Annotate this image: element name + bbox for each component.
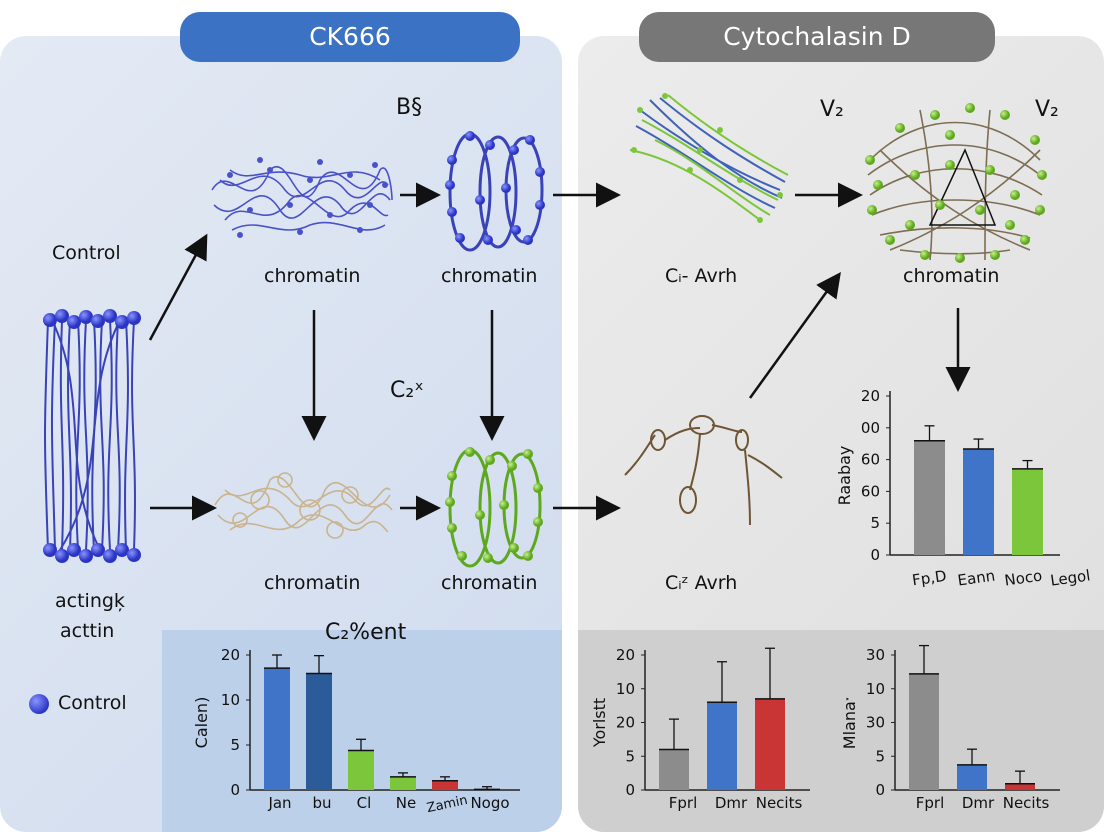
bar	[914, 440, 945, 555]
left-chart-area	[162, 630, 562, 832]
y-tick-label: 10	[221, 691, 240, 709]
actin-label-2: acttin	[60, 620, 115, 642]
y-tick-label: 10	[616, 680, 635, 698]
chromatin-label-2: chromatin	[441, 265, 538, 287]
y-tick-label: 20	[221, 646, 240, 664]
category-label: Zamin	[425, 793, 469, 816]
chromatin-beige-tangle	[214, 472, 393, 539]
actin-bundle	[43, 309, 141, 563]
category-label: Dmr	[962, 794, 995, 812]
y-tick-label: 5	[875, 747, 885, 765]
category-label: Noco	[1003, 567, 1043, 590]
y-tick-label: 20	[616, 714, 635, 732]
v2-mark-left: V₂	[820, 97, 844, 122]
bar	[957, 764, 987, 790]
y-tick-label: 60	[861, 451, 880, 469]
chromatin-label-5: chromatin	[903, 265, 1000, 287]
category-label: Fprl	[916, 794, 944, 812]
bar	[306, 673, 332, 790]
chromatin-cage	[865, 103, 1047, 263]
bar	[1012, 468, 1043, 555]
chromatin-blue-loops	[445, 131, 545, 252]
c-avrh-label-top: Cᵢ- Avrh	[665, 265, 738, 287]
category-label: Fprl	[669, 794, 697, 812]
y-tick-label: 5	[870, 514, 880, 532]
b-mark: B§	[396, 95, 423, 120]
c2-mark: C₂ˣ	[390, 378, 424, 403]
category-label: Necits	[1003, 794, 1050, 812]
bar	[909, 673, 939, 790]
fiber-bundle	[629, 93, 789, 223]
category-label: Nogo	[470, 794, 509, 812]
y-tick-label: 00	[861, 419, 880, 437]
chromatin-green-loops	[445, 447, 543, 568]
y-tick-label: 10	[866, 680, 885, 698]
actin-label-1: actingķ	[55, 590, 125, 612]
y-tick-label: 30	[866, 646, 885, 664]
bar	[963, 449, 994, 555]
v2-mark-right: V₂	[1035, 97, 1059, 122]
control-legend-label: Control	[58, 692, 127, 714]
y-axis-label: Yorlstt	[590, 698, 609, 748]
fragmented-actin	[624, 415, 783, 526]
y-tick-label: 0	[875, 781, 885, 799]
bar	[659, 749, 689, 790]
cytochalasin-header: Cytochalasin D	[639, 12, 995, 62]
category-label: Necits	[756, 794, 803, 812]
control-label: Control	[52, 242, 121, 264]
chromatin-blue-tangle	[211, 157, 393, 238]
y-tick-label: 20	[861, 387, 880, 405]
category-label: Ne	[396, 794, 416, 812]
category-label: Jan	[267, 794, 291, 812]
y-tick-label: 30	[866, 714, 885, 732]
y-tick-label: 0	[625, 781, 635, 799]
bar	[432, 780, 458, 790]
category-label: Cl	[357, 794, 372, 812]
flow-arrows	[148, 182, 971, 521]
category-label: Fp,D	[911, 567, 948, 590]
ck666-header: CK666	[180, 12, 520, 62]
bar	[755, 698, 785, 790]
chromatin-label-3: chromatin	[264, 572, 361, 594]
chromatin-label-4: chromatin	[441, 572, 538, 594]
c2-ment-mark: C₂%ent	[325, 620, 407, 645]
c-avrh-label-bottom: Cᵢᶻ Avrh	[665, 572, 738, 594]
chromatin-label-1: chromatin	[264, 265, 361, 287]
category-label: bu	[312, 794, 331, 812]
y-tick-label: 0	[230, 781, 240, 799]
bar	[390, 776, 416, 790]
y-axis-label: Calen)	[192, 697, 211, 749]
category-label: Dmr	[715, 794, 748, 812]
bar	[707, 702, 737, 790]
y-tick-label: 5	[625, 747, 635, 765]
y-axis-label: Raabay	[835, 446, 854, 506]
category-label: Eann	[956, 567, 996, 590]
bar	[264, 668, 290, 790]
control-legend-dot	[29, 694, 49, 714]
y-tick-label: 0	[870, 546, 880, 564]
bar	[1005, 783, 1035, 790]
y-tick-label: 5	[230, 736, 240, 754]
right-chart-area	[578, 630, 1104, 832]
category-label: Legol	[1049, 566, 1091, 589]
y-tick-label: 20	[616, 646, 635, 664]
bar	[348, 750, 374, 790]
y-tick-label: 60	[861, 482, 880, 500]
y-axis-label: Mlanaˑ	[840, 696, 859, 749]
